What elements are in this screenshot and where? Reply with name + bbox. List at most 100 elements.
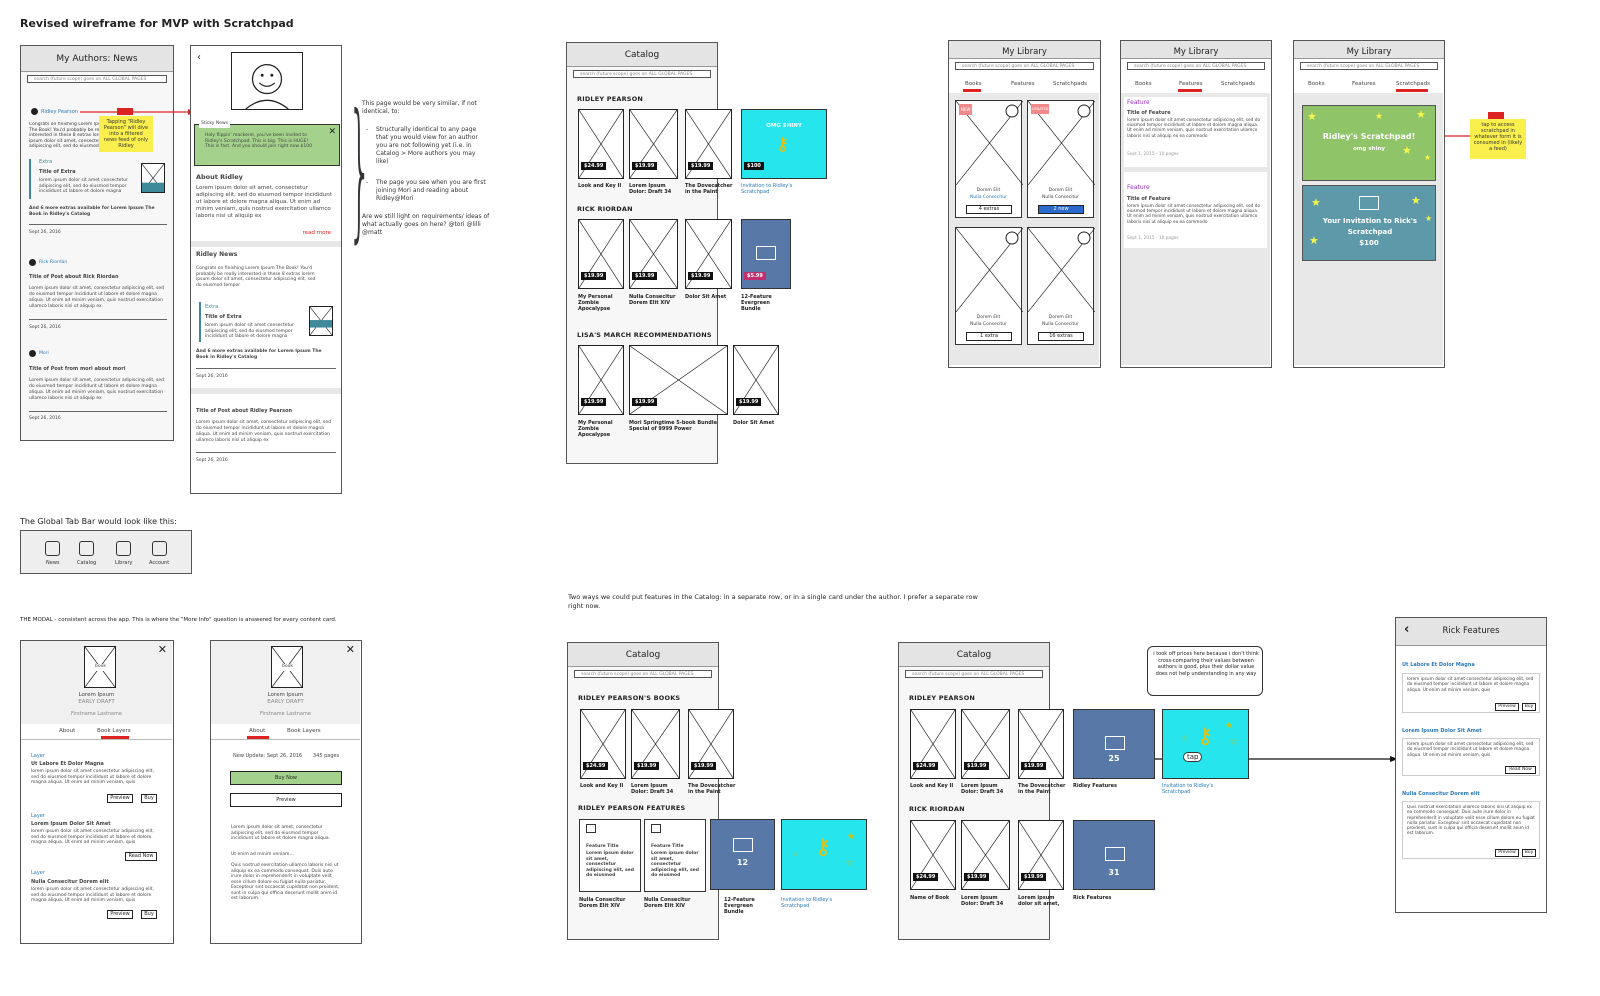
ridley-scratchpad-card[interactable]: Ridley's Scratchpad! omg shiny ★ ★ ★ ★ ★ (1302, 105, 1436, 181)
rick-invite-card[interactable]: Your Invitation to Rick's Scratchpad $10… (1302, 185, 1436, 261)
book-card[interactable]: $19.99 (629, 109, 678, 179)
tab-library[interactable]: Library (115, 560, 133, 566)
tab-about[interactable]: About (249, 728, 266, 734)
search-input[interactable]: search (future scope) goes on ALL GLOBAL… (955, 62, 1094, 70)
author-link[interactable]: Mori (39, 351, 49, 356)
post-title: Title of Post about Rick Riordan (29, 274, 119, 280)
catalog-tab-icon[interactable] (79, 541, 94, 556)
book-card[interactable]: $19.99 (629, 345, 728, 415)
rick-features-card[interactable]: 31 (1073, 820, 1155, 890)
book-card[interactable]: $19.99 (1018, 820, 1064, 890)
scratchpad-card[interactable]: OMG SHINY ⚷ $100 (741, 109, 827, 179)
news-tab-icon[interactable] (45, 541, 60, 556)
book-card[interactable]: $24.99 (580, 709, 626, 779)
search-input[interactable]: search (future scope) goes on ALL GLOBAL… (1300, 62, 1438, 70)
library-book-card[interactable]: Dorem Elit Nulla Consecitur 1 extra (955, 227, 1023, 345)
book-card[interactable]: $19.99 (631, 709, 680, 779)
buy-button[interactable]: Buy (141, 794, 157, 803)
tab-features[interactable]: Features (1179, 81, 1203, 87)
feature-card[interactable]: Feature Title Lorem ipsum dolor sit amet… (644, 819, 706, 892)
read-more-link[interactable]: read more (302, 230, 331, 236)
library-tab-icon[interactable] (116, 541, 131, 556)
preview-button[interactable]: Preview (107, 794, 133, 803)
book-card[interactable]: $19.99 (578, 345, 624, 415)
search-input[interactable]: search (future scope) goes on ALL GLOBAL… (574, 670, 712, 678)
author-link[interactable]: Rick Riordan (39, 260, 68, 265)
feature-card[interactable]: lorem ipsum dolor sit amet consectetur a… (1402, 673, 1540, 713)
book-card[interactable]: $19.99 (578, 219, 624, 289)
tab-scratchpads[interactable]: Scratchpads (1396, 81, 1431, 87)
feature-card[interactable]: Quis nostrud exercitation ullamco labori… (1402, 801, 1540, 859)
book-card[interactable]: $24.99 (578, 109, 624, 179)
back-chevron-icon[interactable]: ‹ (197, 52, 201, 63)
library-book-card[interactable]: NEW Dorem Elit Nulla Consecitur 4 extras (955, 100, 1023, 218)
search-input[interactable]: search (future scope) goes on ALL GLOBAL… (27, 75, 167, 83)
book-card[interactable]: $19.99 (685, 219, 732, 289)
search-input[interactable]: search (future scope) goes on ALL GLOBAL… (905, 670, 1043, 678)
brace: } (348, 83, 372, 257)
bundle-card[interactable]: $5.99 (741, 219, 791, 289)
tab-features[interactable]: Features (1011, 81, 1035, 87)
library-book-card[interactable]: UPDATED Dorem Elit Nulla Consecitur 2 ne… (1027, 100, 1095, 218)
author-link[interactable]: Ridley Pearson (41, 109, 78, 115)
scratchpad-card[interactable]: ⚷ ☆ ★ ☆ (1162, 709, 1249, 779)
buy-button[interactable]: Buy (141, 910, 157, 919)
tab-books[interactable]: Books (965, 81, 982, 87)
layer-title: Lorem Ipsum Dolor Sit Amet (31, 821, 111, 827)
section-title: LISA'S MARCH RECOMMENDATIONS (577, 331, 712, 339)
price-tag: $19.99 (736, 398, 762, 406)
tab-book-layers[interactable]: Book Layers (287, 728, 321, 734)
book-cover: book (84, 646, 116, 688)
book-card[interactable]: $19.99 (961, 709, 1010, 779)
book-card[interactable]: $19.99 (961, 820, 1010, 890)
tab-news[interactable]: News (46, 560, 60, 566)
extras-button[interactable]: 1 extra (966, 332, 1012, 341)
tab-account[interactable]: Account (149, 560, 170, 566)
modal-caption: THE MODAL - consistent across the app. T… (20, 617, 337, 623)
tape (117, 108, 133, 115)
feature-card[interactable]: Feature Title of Feature lorem ipsum dol… (1124, 172, 1267, 248)
read-now-button[interactable]: Read Now (1505, 766, 1536, 774)
bundle-card[interactable]: 12 (710, 819, 775, 890)
tab-book-layers[interactable]: Book Layers (97, 728, 131, 734)
tab-catalog[interactable]: Catalog (77, 560, 97, 566)
star-icon: ☆ (845, 858, 854, 869)
account-tab-icon[interactable] (152, 541, 167, 556)
buy-button[interactable]: Buy (1522, 849, 1536, 857)
search-input[interactable]: search (future scope) goes on ALL GLOBAL… (573, 70, 711, 78)
preview-button[interactable]: Preview (107, 910, 133, 919)
read-now-button[interactable]: Read Now (125, 852, 157, 861)
tab-scratchpads[interactable]: Scratchpads (1053, 81, 1088, 87)
tab-about[interactable]: About (59, 728, 76, 734)
tab-books[interactable]: Books (1308, 81, 1325, 87)
book-card[interactable]: $19.99 (1018, 709, 1064, 779)
ridley-features-card[interactable]: 25 (1073, 709, 1155, 779)
book-card[interactable]: $19.99 (688, 709, 734, 779)
preview-button[interactable]: Preview (1495, 703, 1519, 711)
feature-card[interactable]: lorem ipsum dolor sit amet consectetur a… (1402, 738, 1540, 776)
extras-button[interactable]: 16 extras (1038, 332, 1084, 341)
preview-button[interactable]: Preview (1495, 849, 1519, 857)
close-icon[interactable]: ✕ (345, 643, 355, 656)
book-card[interactable]: $19.99 (685, 109, 732, 179)
scratchpad-card[interactable]: ⚷ ☆ ★ ☆ (781, 819, 867, 890)
new-button[interactable]: 2 new (1038, 205, 1084, 214)
book-card[interactable]: $24.99 (910, 709, 956, 779)
back-chevron-icon[interactable]: ‹ (1404, 622, 1410, 637)
book-card[interactable]: $19.99 (629, 219, 678, 289)
preview-button[interactable]: Preview (230, 793, 342, 807)
feature-card[interactable]: Feature Title of Feature lorem ipsum dol… (1124, 97, 1267, 167)
book-card[interactable]: $19.99 (733, 345, 779, 415)
feature-card[interactable]: Feature Title Lorem ipsum dolor sit amet… (579, 819, 641, 892)
book-card[interactable]: $24.99 (910, 820, 956, 890)
buy-now-button[interactable]: Buy Now (230, 771, 342, 785)
close-icon[interactable]: ✕ (157, 643, 167, 656)
library-book-card[interactable]: Dorem Elit Nulla Consecitur 16 extras (1027, 227, 1095, 345)
extras-button[interactable]: 4 extras (966, 205, 1012, 214)
tab-books[interactable]: Books (1135, 81, 1152, 87)
search-input[interactable]: search (future scope) goes on ALL GLOBAL… (1127, 62, 1265, 70)
close-icon[interactable]: ✕ (328, 127, 336, 137)
tab-features[interactable]: Features (1352, 81, 1376, 87)
buy-button[interactable]: Buy (1522, 703, 1536, 711)
tab-scratchpads[interactable]: Scratchpads (1221, 81, 1256, 87)
